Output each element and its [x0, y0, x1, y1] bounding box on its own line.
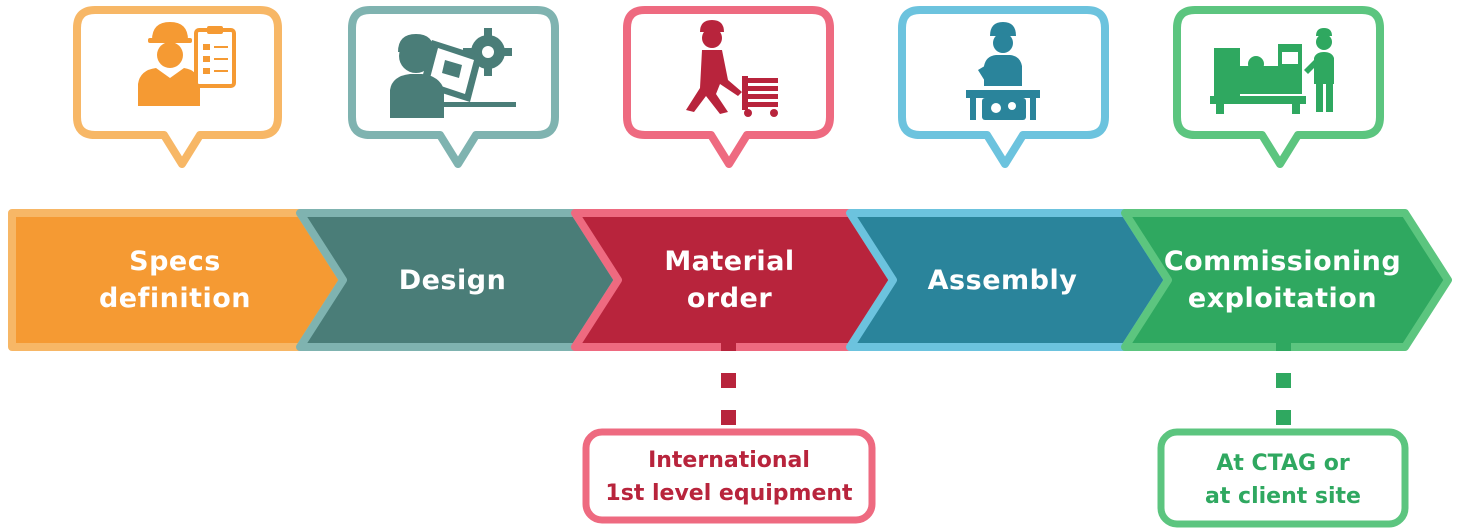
stage-label-material: Material order: [664, 246, 795, 314]
callout-specs: [73, 6, 282, 168]
callout-design: [348, 6, 559, 168]
note-box-material: [582, 428, 876, 524]
callout-commissioning: [1173, 6, 1384, 168]
stage-label-commissioning: Commissioning exploitation: [1163, 246, 1402, 314]
note-text-material: International 1st level equipment: [605, 448, 853, 506]
stage-label-design: Design: [398, 265, 507, 296]
stage-label-assembly: Assembly: [927, 265, 1078, 296]
engineer-clipboard-icon: [138, 22, 236, 106]
callout-material: [623, 6, 834, 168]
worker-machine-icon: [1210, 28, 1334, 114]
worker-assembly-icon: [966, 22, 1040, 120]
designer-computer-gear-icon: [390, 28, 516, 118]
stage-label-specs: Specs definition: [98, 246, 252, 314]
note-text-commissioning: At CTAG or at client site: [1205, 451, 1361, 509]
note-box-commissioning: [1157, 428, 1409, 528]
callout-assembly: [898, 6, 1109, 168]
worker-trolley-icon: [686, 20, 778, 117]
connector-material-note: [721, 336, 736, 425]
chevron-stage-commissioning: [1121, 209, 1452, 351]
connector-commissioning-note: [1276, 336, 1291, 425]
